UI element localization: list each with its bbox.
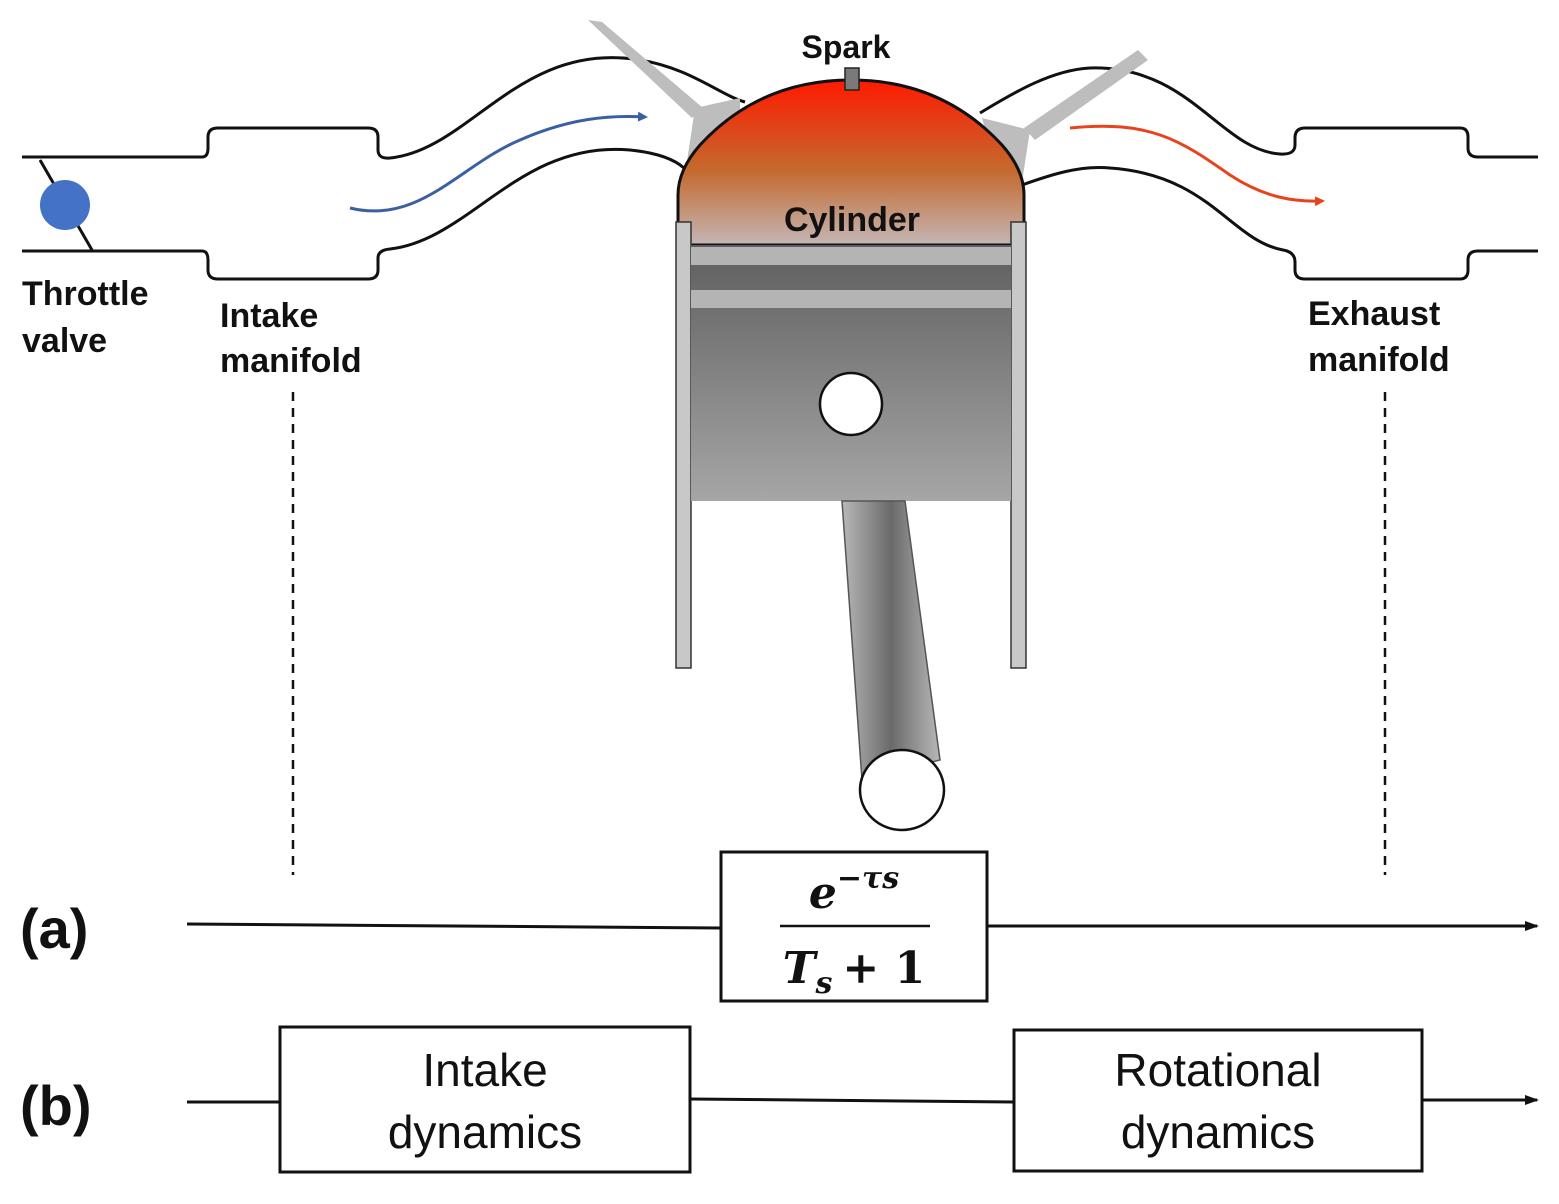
wrist-pin [818, 371, 884, 437]
cylinder-wall-right [1010, 221, 1027, 669]
crank-pin [858, 748, 946, 832]
tf-denominator: Ts + 1 [783, 943, 925, 1001]
model-b-middle-line [689, 1097, 1015, 1104]
intake-dynamics-label-line1: Intake [422, 1044, 547, 1096]
cylinder-wall-left [675, 221, 692, 669]
rotational-dynamics-label-line1: Rotational [1114, 1044, 1321, 1096]
cylinder-label: Cylinder [784, 201, 920, 239]
tf-numerator-exponent: −τs [837, 861, 899, 896]
tf-denominator-var: T [783, 943, 819, 994]
throttle-valve-disc [40, 180, 90, 230]
model-b: (b) Intake dynamics Rotational dynamics [20, 1025, 1539, 1174]
exhaust-manifold-label-line2: manifold [1308, 341, 1450, 379]
exhaust-pipe [979, 66, 1538, 281]
tf-denominator-sub: s [815, 966, 833, 1001]
piston [691, 245, 1011, 501]
exhaust-pipe-top-wall [979, 66, 1538, 159]
intake-manifold-label-line1: Intake [220, 297, 318, 335]
intake-manifold-label-line2: manifold [220, 342, 362, 380]
exhaust-pipe-bottom-wall [1021, 165, 1538, 281]
model-a-input-line [186, 922, 722, 930]
exhaust-manifold-label-line1: Exhaust [1308, 295, 1440, 333]
model-a-tag: (a) [20, 897, 88, 960]
exhaust-flow-arrow [1069, 124, 1325, 207]
rotational-dynamics-box [1012, 1028, 1424, 1173]
model-b-tag: (b) [20, 1074, 92, 1137]
tf-numerator: e−τs [809, 861, 899, 919]
intake-pipe [22, 56, 746, 281]
connecting-rod [841, 500, 946, 832]
tf-denominator-rest: + 1 [842, 943, 925, 994]
intake-pipe-bottom-wall [22, 147, 685, 281]
spark-plug [844, 67, 860, 91]
model-a: (a) e−τs Ts + 1 [20, 850, 1539, 1003]
intake-dynamics-label-line2: dynamics [388, 1106, 582, 1158]
throttle-valve-label-line2: valve [22, 322, 107, 360]
intake-flow-arrow [349, 111, 648, 213]
intake-dynamics-box [278, 1025, 692, 1174]
intake-pipe-top-wall [22, 56, 746, 160]
throttle-valve-label-line1: Throttle [22, 275, 149, 313]
tf-numerator-base: e [809, 868, 837, 919]
spark-label: Spark [802, 29, 891, 65]
piston-ring-2 [691, 290, 1011, 308]
piston-ring-1 [691, 247, 1011, 265]
throttle-valve [38, 159, 94, 251]
rotational-dynamics-label-line2: dynamics [1121, 1106, 1315, 1158]
